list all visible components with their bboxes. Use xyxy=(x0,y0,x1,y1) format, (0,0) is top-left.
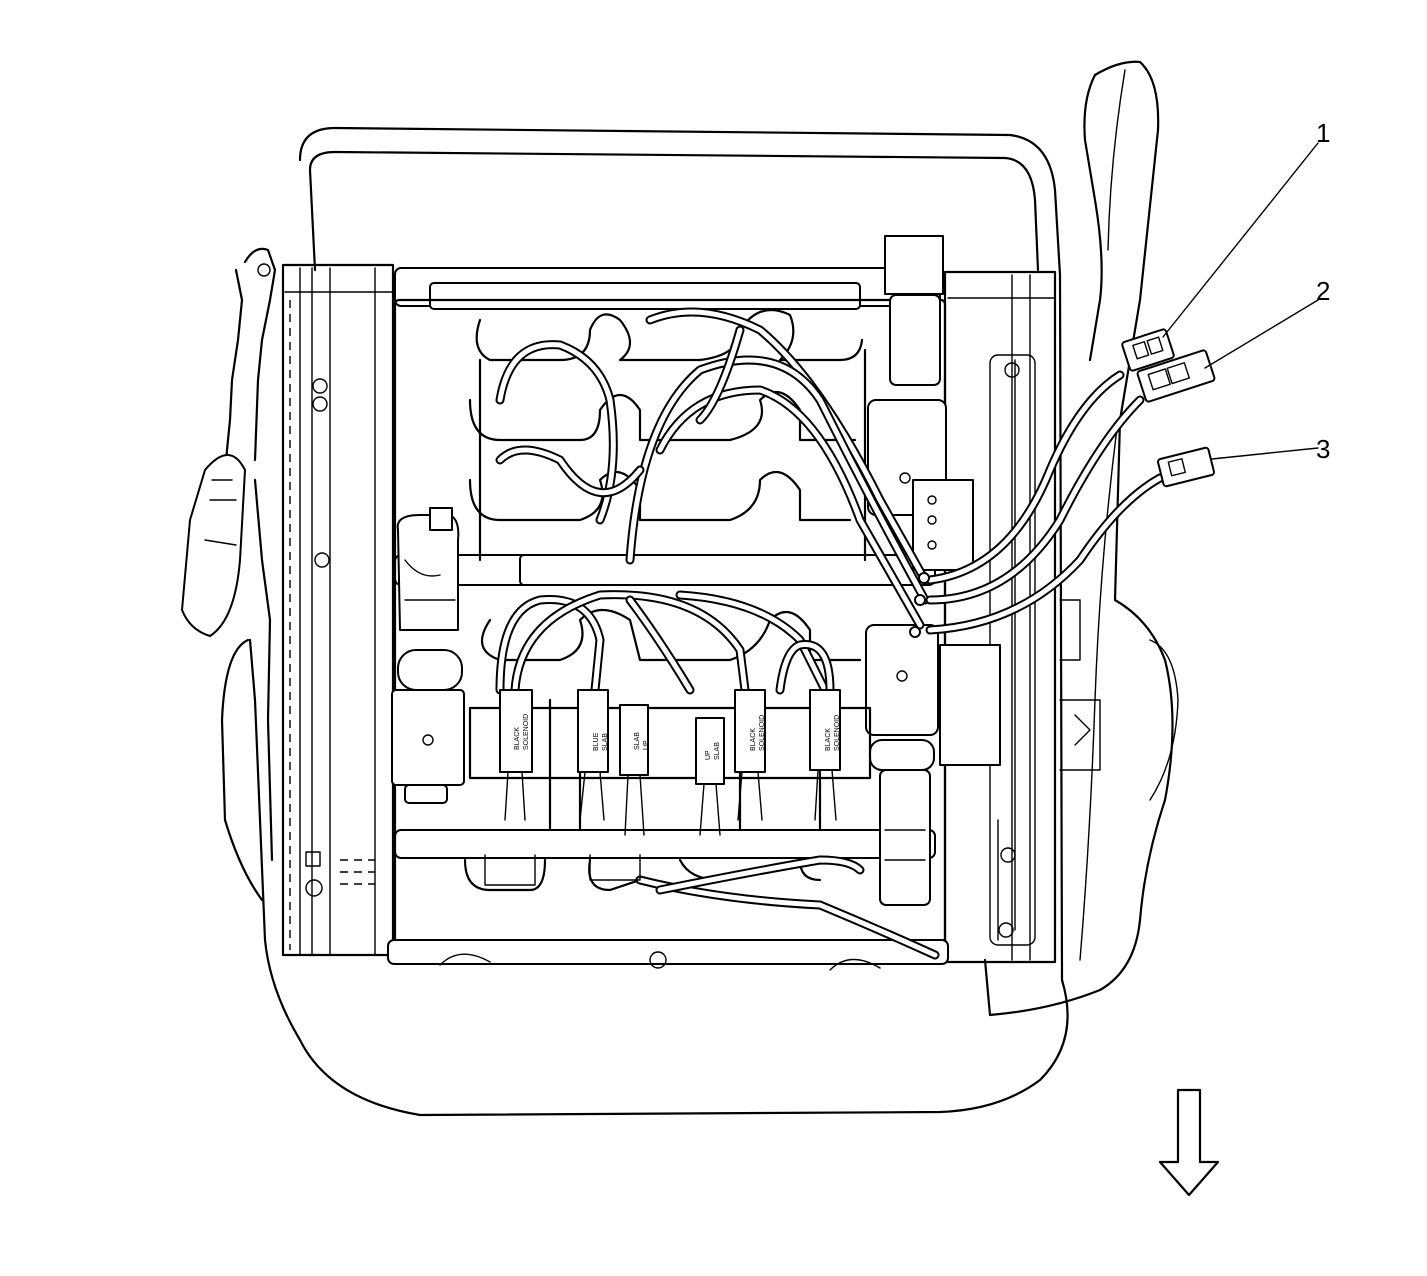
relay-label-line2: SOLENOID xyxy=(523,714,530,750)
relay-2: BLUE SLAB xyxy=(577,689,609,773)
connector-3 xyxy=(1157,446,1215,488)
callout-label-3: 3 xyxy=(1316,434,1330,464)
down-arrow-icon xyxy=(1158,1088,1220,1197)
relay-label-line2: SLAB xyxy=(714,742,721,760)
bottom-frame-details xyxy=(439,854,881,971)
seat-adjuster-motors xyxy=(391,235,1001,906)
relay-4: UP SLAB xyxy=(695,717,725,785)
relay-1: BLACK SOLENOID xyxy=(499,689,533,773)
callout-label-2: 2 xyxy=(1316,276,1330,306)
left-wire-harness xyxy=(181,247,277,862)
seat-cross-tubes xyxy=(387,267,949,965)
relay-label-line1: BLUE xyxy=(593,732,600,751)
left-seat-track xyxy=(281,263,395,957)
relay-label-line1: BLACK xyxy=(514,727,521,750)
relay-label-line2: SOLENOID xyxy=(759,715,766,751)
relay-leads xyxy=(504,769,837,836)
connector-1 xyxy=(1121,328,1175,372)
harness-wires xyxy=(495,307,1165,960)
relay-6: BLACK SOLENOID xyxy=(809,689,841,771)
relay-label-line2: SOLENOID xyxy=(834,715,841,751)
relay-label-line1: BLACK xyxy=(750,728,757,751)
switch-row xyxy=(468,706,872,780)
relay-label-line1: UP xyxy=(705,750,712,760)
callout-label-1: 1 xyxy=(1316,118,1330,148)
relay-3: SLAB UP xyxy=(619,704,650,776)
relay-label-line2: UP xyxy=(643,740,650,750)
relay-label-line1: SLAB xyxy=(634,732,641,750)
relay-label-line1: BLACK xyxy=(825,728,832,751)
relay-label-line2: SLAB xyxy=(602,733,609,751)
seat-cushion-outline xyxy=(220,126,1069,1117)
relay-5: BLACK SOLENOID xyxy=(734,689,766,773)
side-trim-panel xyxy=(983,60,1179,1017)
callout-leaders xyxy=(1162,142,1319,460)
